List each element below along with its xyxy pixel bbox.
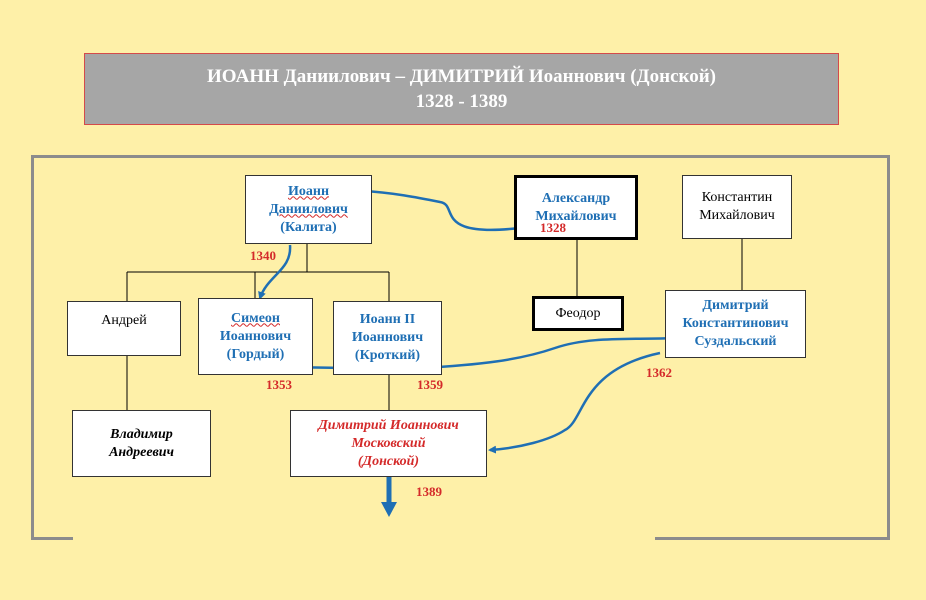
node-ioann-ii-line-1: Иоанн II [359,312,416,327]
node-dimitry-donskoy-line-2: Московский [351,435,426,451]
year-1340: 1340 [250,248,276,263]
year-1389: 1389 [416,484,442,499]
node-simeon-line-3: (Гордый) [226,346,285,362]
node-ioann-kalita-line-2: Даниилович [269,201,348,217]
frame-bottom-right-border [655,537,890,540]
node-feodor-line-1: Феодор [555,305,601,321]
node-alexander-line-2: Михайлович [535,208,617,224]
node-feodor: Феодор [532,296,624,331]
node-dimitry-donskoy-line-3: (Донской) [357,453,420,469]
node-alexander-line-1: Александр [541,190,611,206]
arrow-ioann-ii-to-suzdal [419,334,678,370]
year-1328: 1328 [540,220,566,235]
node-dimitry-suzdal: Димитрий Константинович Суздальский [665,290,806,358]
node-konstantin: Константин Михайлович [682,175,792,239]
node-dimitry-suzdal-line-2: Константинович [682,316,789,331]
arrow-suzdal-to-donskoy [488,351,661,454]
title-line-2: 1328 - 1389 [415,91,508,112]
year-1362: 1362 [646,365,672,380]
node-andrey-line-1: Андрей [101,313,147,328]
title-line-1: ИОАНН Даниилович – ДИМИТРИЙ Иоаннович (Д… [207,66,716,87]
node-ioann-kalita: Иоанн Даниилович (Калита) [245,175,372,244]
frame-top-border [31,155,890,158]
node-dimitry-donskoy: Димитрий Иоаннович Московский (Донской) [290,410,487,477]
node-vladimir-line-1: Владимир [110,426,173,442]
frame-bottom-left-border [31,537,73,540]
node-dimitry-donskoy-line-1: Димитрий Иоаннович [318,417,459,433]
node-ioann-kalita-line-3: (Калита) [280,219,337,235]
node-vladimir: Владимир Андреевич [72,410,211,477]
year-1359: 1359 [417,377,443,392]
year-1353: 1353 [266,377,292,392]
node-konstantin-line-2: Михайлович [699,208,775,223]
node-dimitry-suzdal-line-3: Суздальский [694,334,777,349]
frame-right-border [887,155,890,540]
node-vladimir-line-2: Андреевич [109,444,174,460]
node-ioann-ii-line-3: (Кроткий) [354,348,421,363]
node-simeon: Симеон Иоаннович (Гордый) [198,298,313,375]
node-simeon-line-1: Симеон [231,310,280,326]
node-ioann-kalita-line-1: Иоанн [287,183,330,199]
node-konstantin-line-1: Константин [701,190,773,205]
node-dimitry-suzdal-line-1: Димитрий [702,298,769,313]
frame-left-border [31,155,34,540]
node-alexander: Александр Михайлович [514,175,638,240]
arrow-kalita-to-simeon [258,244,292,300]
title-box: ИОАНН Даниилович – ДИМИТРИЙ Иоаннович (Д… [84,53,839,125]
node-simeon-line-2: Иоаннович [219,328,292,344]
arrow-down-head [381,502,397,517]
node-ioann-ii-line-2: Иоаннович [351,330,424,345]
node-ioann-ii: Иоанн II Иоаннович (Кроткий) [333,301,442,375]
arrow-alexander-to-kalita [360,187,529,232]
node-andrey: Андрей [67,301,181,356]
